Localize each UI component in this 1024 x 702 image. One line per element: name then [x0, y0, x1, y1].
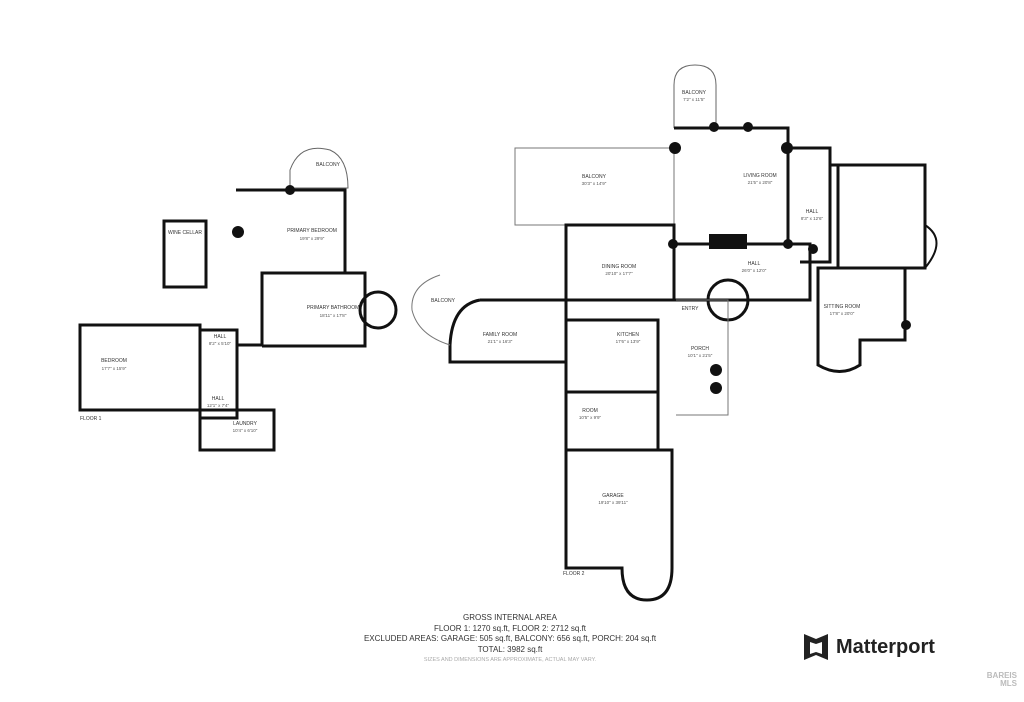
room-dims-primary-bedroom: 19'8" x 29'9": [300, 236, 325, 241]
room-dims-porch: 10'1" x 21'5": [688, 353, 713, 358]
brand-name: Matterport: [836, 635, 935, 658]
room-label-living-room: LIVING ROOM: [743, 173, 776, 179]
area-heading: GROSS INTERNAL AREA: [463, 613, 557, 622]
area-disclaimer: SIZES AND DIMENSIONS ARE APPROXIMATE, AC…: [423, 657, 597, 663]
fireplace: [709, 234, 747, 249]
badge-line1: BAREIS: [986, 671, 1017, 680]
room-label-balcony-upper: BALCONY: [316, 162, 341, 168]
room-label-hall-small: HALL: [806, 209, 819, 215]
room-dims-balcony-main: 30'3" x 14'9": [582, 181, 607, 186]
matterport-brand: Matterport: [804, 634, 935, 660]
room-label-wine-cellar: WINE CELLAR: [168, 230, 202, 236]
area-line-total: TOTAL: 3982 sq.ft: [477, 644, 543, 654]
room-label-primary-bathroom: PRIMARY BATHROOM: [307, 305, 360, 311]
badge-line2: MLS: [1000, 679, 1017, 688]
room-dims-living-room: 21'5" x 20'8": [748, 180, 773, 185]
room-label-kitchen: KITCHEN: [617, 332, 639, 338]
room-dims-balcony-top: 7'2" x 11'5": [683, 97, 705, 102]
room-label-balcony-top: BALCONY: [682, 90, 707, 96]
room-label-garage: GARAGE: [602, 493, 624, 499]
floor1-walls: [78, 147, 398, 452]
room-dims-dining-room: 20'10" x 17'7": [605, 271, 633, 276]
room-dims-sitting-room: 17'8" x 20'0": [830, 311, 855, 316]
room-label-dining-room: DINING ROOM: [602, 264, 636, 270]
area-line-floors: FLOOR 1: 1270 sq.ft, FLOOR 2: 2712 sq.ft: [433, 623, 587, 633]
floor-tag-1: FLOOR 1: [80, 416, 102, 422]
room-label-primary-bedroom: PRIMARY BEDROOM: [287, 228, 337, 234]
room-label-room: ROOM: [582, 408, 598, 414]
room-label-sitting-room: SITTING ROOM: [824, 304, 861, 310]
room-dims-hall-b: 12'1" x 7'4": [207, 403, 230, 408]
room-label-hall-main: HALL: [748, 261, 761, 267]
matterport-logo-icon: [804, 634, 828, 660]
structural-columns: [232, 122, 911, 394]
room-dims-hall-main: 26'0" x 12'0": [742, 268, 767, 273]
mls-badge: BAREIS MLS: [957, 672, 1017, 688]
room-dims-hall-a: 8'2" x 5'10": [209, 341, 232, 346]
area-line-excluded: EXCLUDED AREAS: GARAGE: 505 sq.ft, BALCO…: [363, 634, 657, 643]
room-label-family-room: FAMILY ROOM: [483, 332, 517, 338]
area-summary: GROSS INTERNAL AREA FLOOR 1: 1270 sq.ft,…: [330, 613, 690, 666]
floor-tag-2: FLOOR 2: [563, 571, 585, 577]
room-label-laundry: LAUNDRY: [233, 421, 257, 427]
room-dims-primary-bathroom: 18'11" x 17'8": [320, 313, 347, 318]
room-label-balcony-left: BALCONY: [431, 298, 456, 304]
room-label-entry: ENTRY: [682, 306, 700, 312]
room-dims-laundry: 10'4" x 6'10": [233, 428, 258, 433]
room-dims-garage: 19'10" x 39'11": [598, 500, 628, 505]
room-dims-kitchen: 17'6" x 13'9": [616, 339, 641, 344]
room-dims-bedroom: 17'7" x 15'9": [102, 366, 127, 371]
floor2-walls: [411, 64, 938, 602]
room-label-hall-b: HALL: [212, 396, 225, 402]
room-dims-family-room: 21'1" x 16'3": [488, 339, 513, 344]
room-dims-room: 10'5" x 9'9": [579, 415, 602, 420]
room-label-balcony-main: BALCONY: [582, 174, 607, 180]
room-label-bedroom: BEDROOM: [101, 358, 127, 364]
room-label-porch: PORCH: [691, 346, 709, 352]
room-dims-hall-small: 8'3" x 12'6": [801, 216, 824, 221]
room-label-hall-a: HALL: [214, 334, 227, 340]
